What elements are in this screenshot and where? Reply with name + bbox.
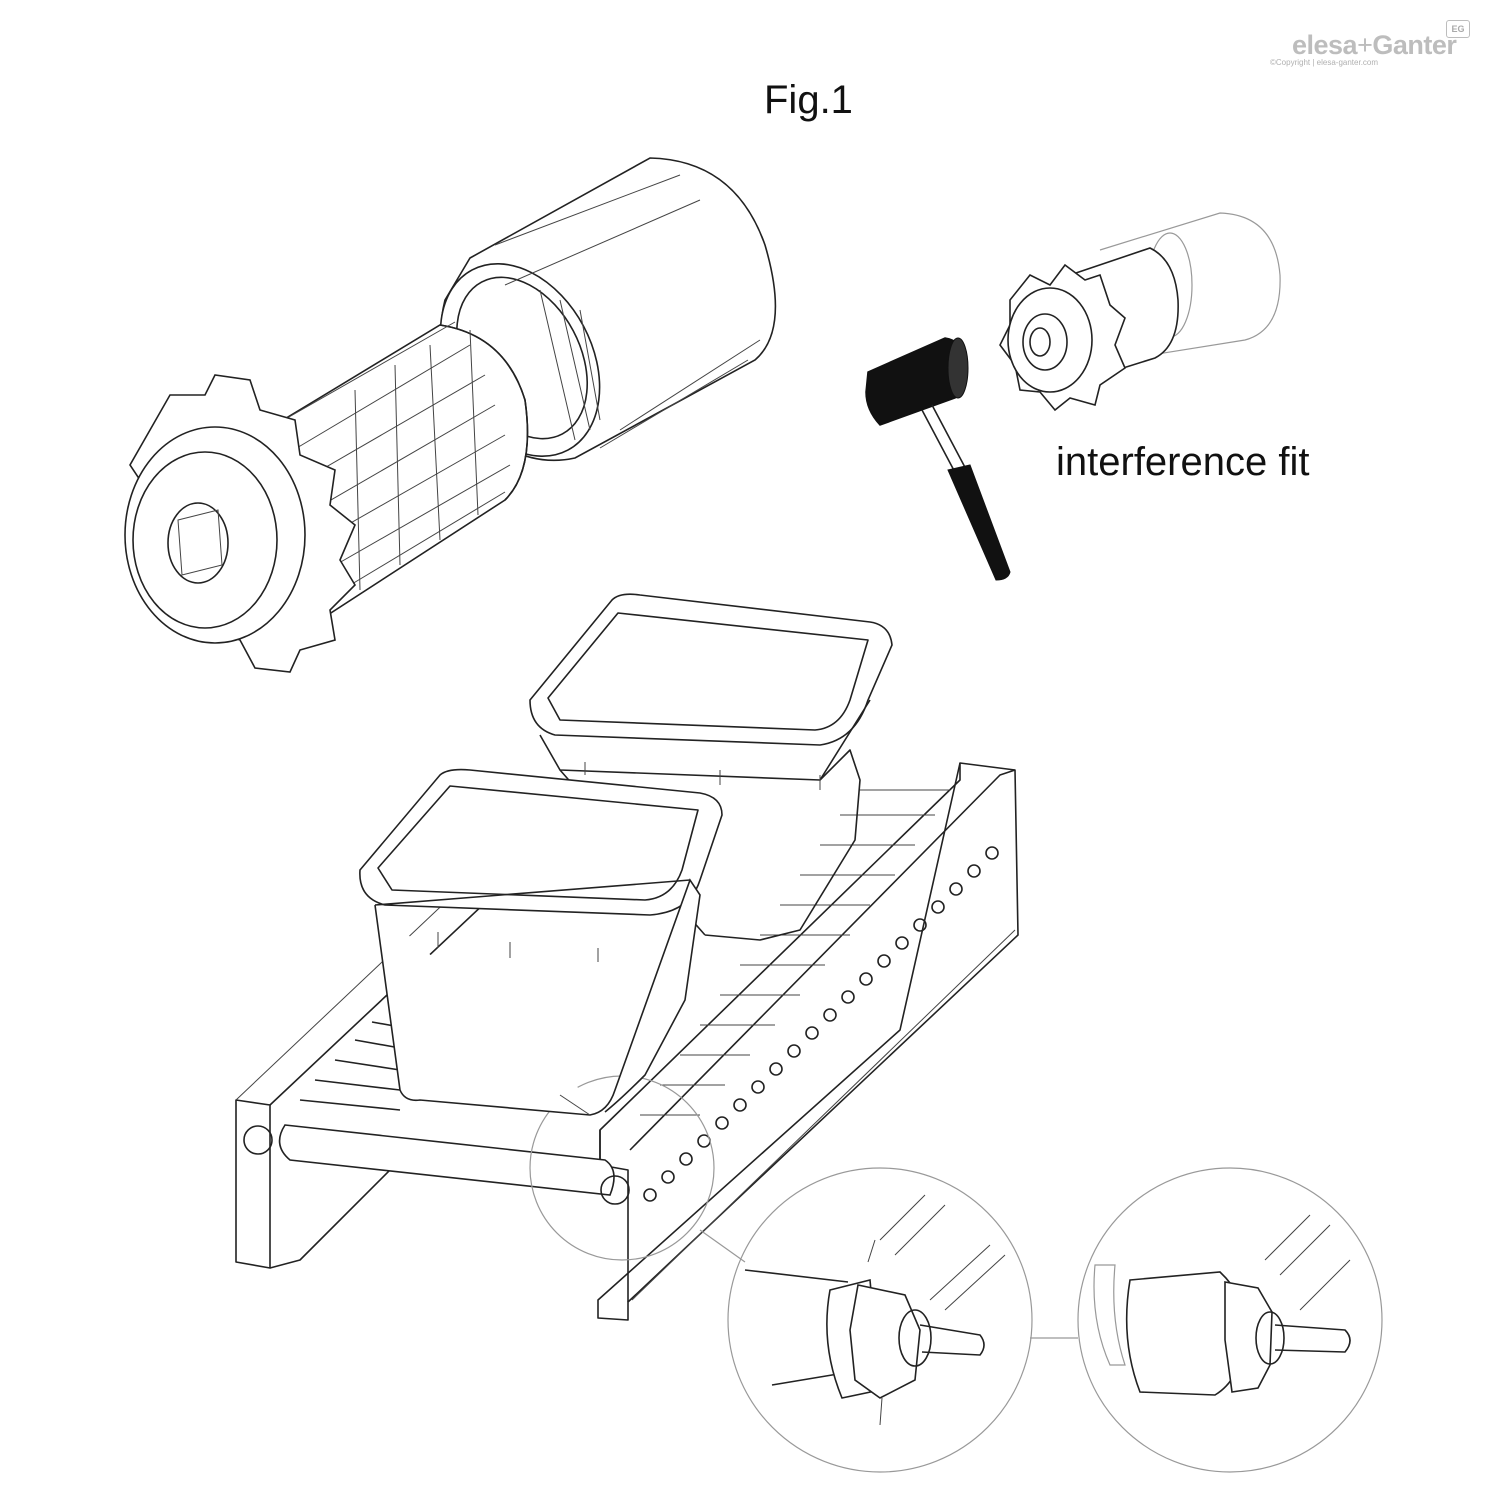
exploded-sprocket-assembly <box>124 157 777 673</box>
brand-copyright: ©Copyright | elesa-ganter.com <box>1270 58 1379 67</box>
roller-conveyor <box>235 762 1019 1321</box>
figure-title: Fig.1 <box>764 78 853 122</box>
sprocket-wheel <box>124 374 357 673</box>
brand-plus: + <box>1357 30 1373 60</box>
front-bin <box>359 768 723 1116</box>
brand-mark: EG <box>1446 20 1470 38</box>
assembled-roller-small <box>999 212 1281 412</box>
brand-wordmark: elesa+Ganter <box>1292 30 1457 61</box>
storage-bins <box>359 593 893 1116</box>
detail-sprocket-mount <box>1077 1167 1383 1473</box>
brand-name-ganter: Ganter <box>1372 30 1457 60</box>
brand-logo: EG elesa+Ganter ©Copyright | elesa-gante… <box>1240 20 1480 68</box>
detail-chain-drive <box>727 1167 1033 1473</box>
brand-name-elesa: elesa <box>1292 30 1358 60</box>
interference-fit-label: interference fit <box>1056 440 1310 484</box>
rubber-mallet <box>865 337 1011 581</box>
